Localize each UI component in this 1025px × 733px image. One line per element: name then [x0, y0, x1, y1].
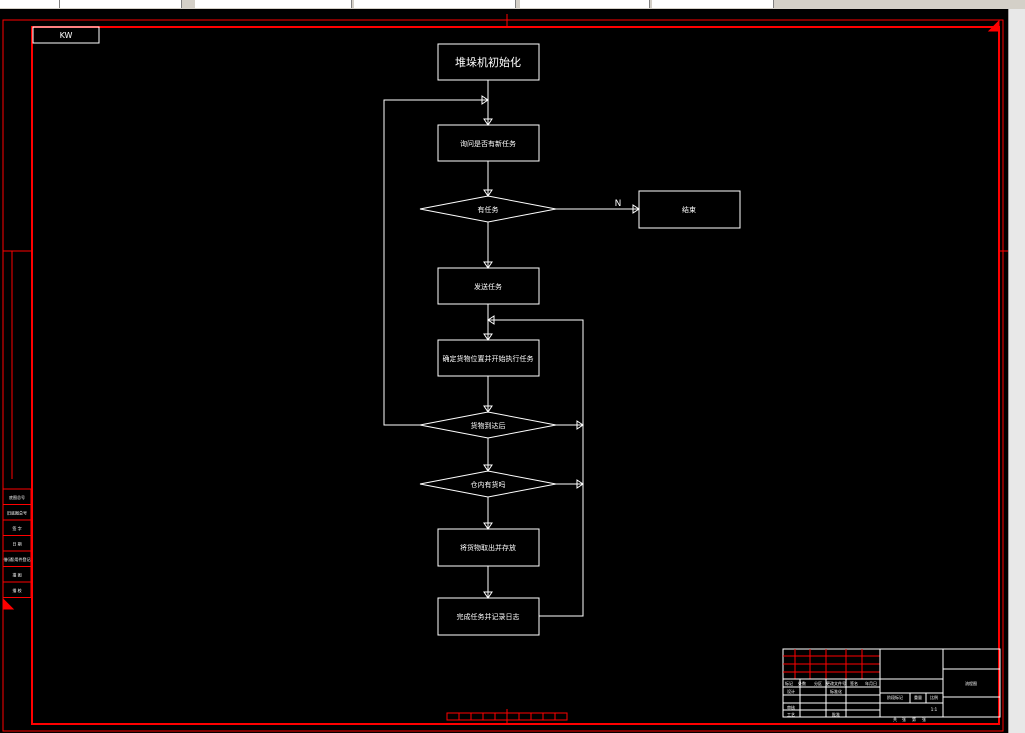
tb-header-date: 年月日: [865, 680, 877, 686]
tb-sheet-no: 第: [912, 716, 916, 722]
right-scrollbar[interactable]: [1008, 9, 1025, 733]
tb-header-zone: 分区: [814, 680, 822, 686]
tb-sheet-unit-2: 张: [922, 716, 926, 722]
tb-header-mark: 标记: [785, 680, 793, 686]
start-label: 堆垛机初始化: [455, 55, 521, 69]
end-label: 结束: [682, 205, 696, 214]
tb-sheet-unit-1: 张: [902, 716, 906, 722]
send-label: 发送任务: [474, 282, 502, 291]
flowchart: [383, 43, 741, 636]
tb-approve: 批准: [832, 711, 840, 717]
confirm-label: 确定货物位置并开始执行任务: [443, 354, 534, 363]
query-label: 询问是否有新任务: [460, 139, 516, 148]
tb-header-doc: 更改文件号: [826, 680, 846, 686]
tb-scale: 1:1: [931, 707, 938, 712]
top-left-tag-box: KW: [32, 26, 100, 44]
connector-lines: [383, 80, 639, 617]
title-block: 标记 处数 分区 更改文件号 签名 年月日 设计 审核 工艺 标准化 批准 阶段…: [782, 648, 1001, 722]
tb-stage: 阶段标记: [887, 694, 903, 700]
arrowheads: [481, 95, 640, 599]
tb-weight: 重量: [914, 694, 922, 700]
tb-header-sign: 签名: [850, 680, 858, 686]
report-label: 完成任务并记录日志: [457, 612, 520, 621]
left-table-label: 描 图: [12, 571, 21, 577]
tb-role-process: 工艺: [787, 712, 795, 717]
tb-ratio: 比例: [930, 694, 938, 700]
left-table-label: 借(通)用件登记: [3, 556, 30, 562]
tab-1[interactable]: [0, 0, 60, 8]
bottom-centering-mark: [446, 709, 568, 724]
left-table-label: 旧底图总号: [7, 509, 27, 515]
left-table-label: 底图总号: [9, 494, 25, 500]
top-left-tag: KW: [60, 31, 73, 40]
tab-4[interactable]: [354, 0, 516, 8]
tb-drawing-name: 流程图: [965, 680, 977, 686]
tb-role-review: 审核: [787, 704, 795, 710]
sheet-border: [2, 14, 1010, 732]
left-table-label: 日 期: [12, 540, 21, 546]
tb-standardization: 标准化: [830, 688, 842, 694]
slot-check-label: 仓内有货吗: [471, 480, 506, 489]
fetch-label: 将货物取出并存放: [460, 543, 516, 552]
tab-6[interactable]: [652, 0, 774, 8]
has-order-label: 有任务: [478, 205, 499, 214]
left-table-label: 描 校: [12, 587, 21, 593]
left-table-cell: [2, 581, 32, 598]
tab-5[interactable]: [520, 0, 650, 8]
left-table-label: 签 字: [12, 525, 21, 531]
tb-header-count: 处数: [798, 680, 806, 686]
no-edge-label: N: [615, 199, 622, 209]
goods-check-label: 货物到达后: [471, 421, 506, 430]
tb-sheet-total: 共: [893, 716, 897, 722]
tab-3[interactable]: [195, 0, 352, 8]
tb-role-design: 设计: [787, 688, 795, 694]
tab-2[interactable]: [60, 0, 182, 8]
canvas-background: [0, 9, 1025, 733]
flowchart-labels: 堆垛机初始化 询问是否有新任务 有任务 结束 发送任务 确定货物位置并开始执行任…: [443, 55, 697, 621]
